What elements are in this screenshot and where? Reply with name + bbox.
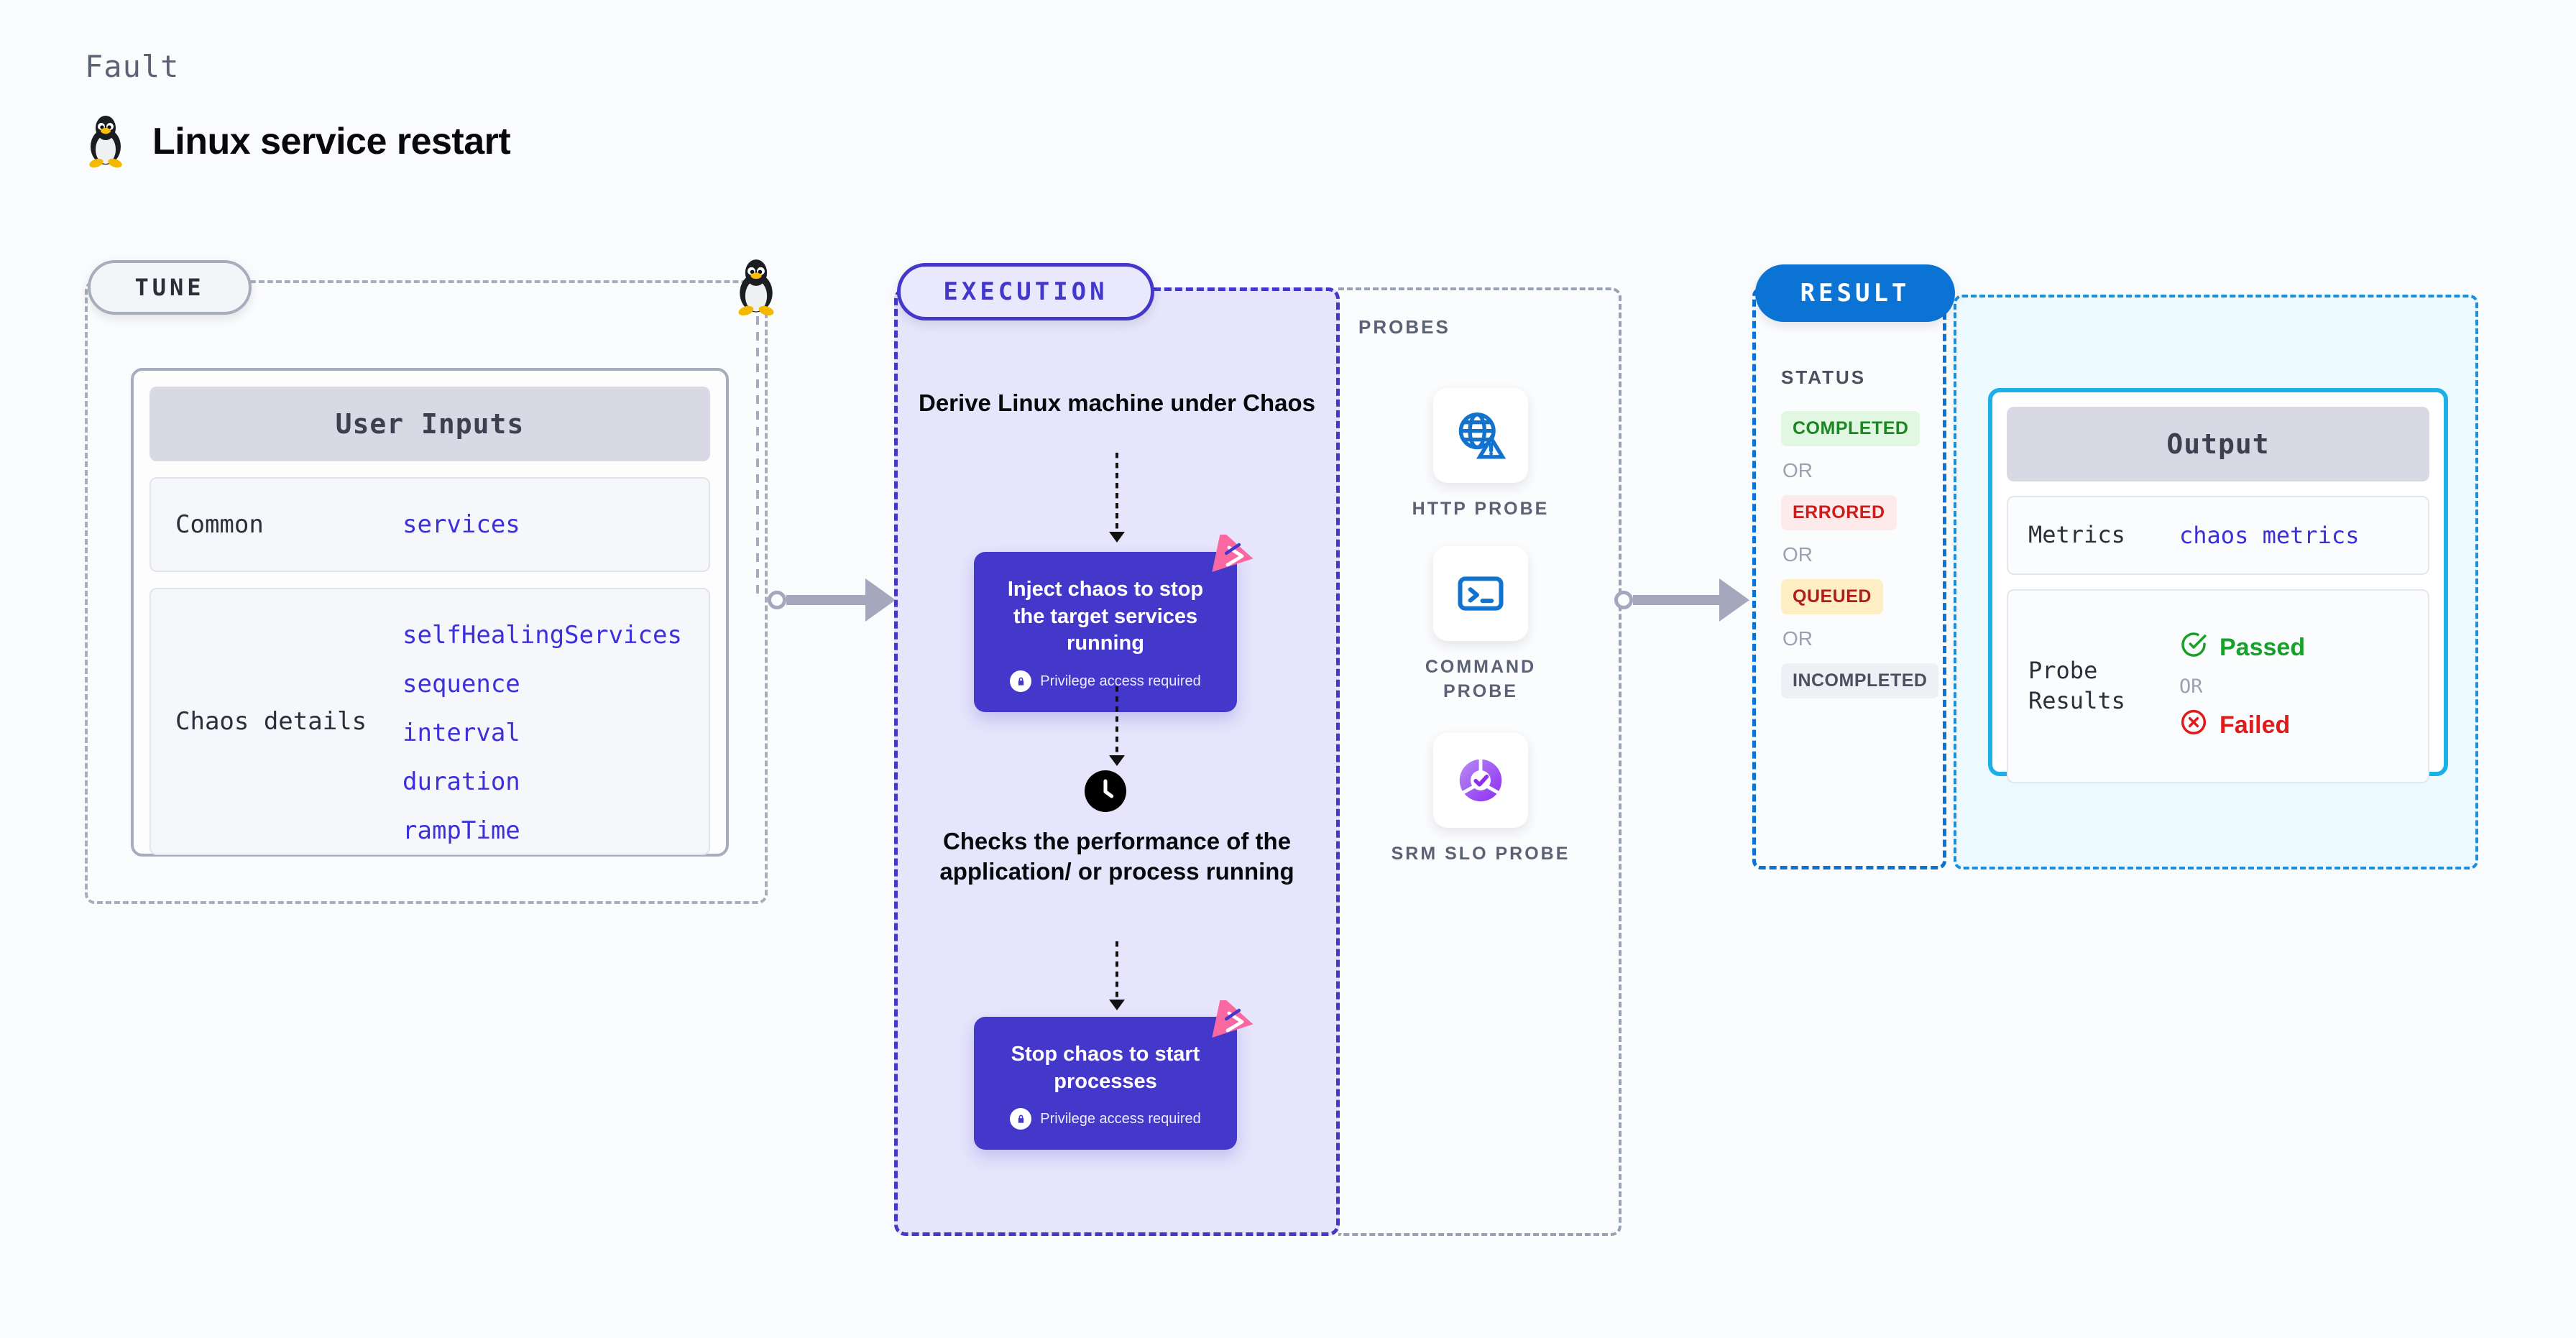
status-badge-incompleted: INCOMPLETED [1781, 663, 1939, 698]
flow-connector [1116, 453, 1118, 532]
probe-label: HTTP PROBE [1412, 499, 1550, 519]
or-separator: OR [1782, 543, 1813, 566]
probes-label: PROBES [1358, 316, 1450, 338]
failed-label: Failed [2220, 711, 2291, 739]
chaos-card-note-row: Privilege access required [990, 670, 1221, 693]
connector-dot [768, 591, 786, 609]
tune-stage-pill[interactable]: TUNE [88, 260, 252, 315]
result-stage-box [1752, 287, 1946, 869]
linux-tux-icon [733, 259, 779, 320]
or-separator: OR [2179, 675, 2203, 698]
page-eyebrow: Fault [85, 49, 180, 84]
status-badge-completed: COMPLETED [1781, 411, 1920, 446]
globe-alert-icon [1433, 388, 1528, 483]
connector-shaft [1633, 595, 1719, 605]
flow-arrowhead [1109, 755, 1125, 766]
tune-value[interactable]: sequence [402, 670, 520, 698]
slo-donut-check-icon [1433, 733, 1528, 828]
execution-step-title-1: Derive Linux machine under Chaos [919, 389, 1315, 416]
tune-row-values: services [402, 510, 520, 539]
output-card: Output Metrics chaos metrics Probe Resul… [1988, 388, 2448, 783]
probe-item-srm-slo[interactable]: SRM SLO PROBE [1387, 733, 1574, 867]
connector-dot [1614, 591, 1633, 609]
page-title-row: Linux service restart [85, 115, 511, 168]
flow-arrowhead [1109, 1000, 1125, 1010]
tune-row-key: Chaos details [175, 707, 367, 736]
status-label: STATUS [1781, 366, 1867, 388]
lock-icon [1010, 670, 1032, 693]
probe-result-failed: Failed [2179, 708, 2305, 743]
page-title: Linux service restart [152, 121, 511, 162]
chaos-card-title: Inject chaos to stop the target services… [1007, 578, 1204, 655]
or-separator: OR [1782, 459, 1813, 481]
flow-connector [1116, 941, 1118, 1005]
linux-tux-icon [85, 115, 126, 168]
flow-connector [1116, 686, 1118, 755]
connector-shaft [786, 595, 865, 605]
result-stage-pill[interactable]: RESULT [1755, 264, 1955, 322]
flow-arrowhead [1109, 532, 1125, 543]
x-circle-icon [2179, 708, 2208, 743]
status-list: COMPLETED OR ERRORED OR QUEUED OR INCOMP… [1781, 411, 1954, 698]
tune-row-values: selfHealingServices sequence interval du… [402, 589, 682, 877]
passed-label: Passed [2220, 633, 2306, 661]
chaos-card-note-row: Privilege access required [990, 1108, 1221, 1130]
probe-item-command[interactable]: COMMAND PROBE [1387, 546, 1574, 704]
output-row-metrics: Metrics chaos metrics [2007, 496, 2429, 575]
harness-logo-icon [1210, 530, 1259, 578]
tune-value[interactable]: services [402, 510, 520, 539]
user-inputs-card: User Inputs Common services Chaos detail… [131, 368, 729, 857]
user-inputs-header: User Inputs [150, 387, 710, 461]
lock-icon [1010, 1108, 1032, 1130]
output-header: Output [2007, 407, 2429, 481]
execution-chaos-card-2[interactable]: Stop chaos to start processes Privilege … [974, 1017, 1237, 1150]
chaos-card-note: Privilege access required [1040, 1110, 1201, 1127]
output-metrics-key: Metrics [2028, 521, 2125, 549]
connector-execution-to-result [1614, 578, 1771, 622]
execution-stage-pill[interactable]: EXECUTION [897, 263, 1154, 320]
tune-row-chaos-details: Chaos details selfHealingServices sequen… [150, 588, 710, 855]
terminal-icon [1433, 546, 1528, 641]
output-probe-key: Probe Results [2028, 657, 2125, 714]
chaos-card-note: Privilege access required [1040, 673, 1201, 689]
probe-result-options: Passed OR Failed [2179, 630, 2305, 743]
output-metrics-value[interactable]: chaos metrics [2179, 522, 2360, 549]
tune-value[interactable]: interval [402, 719, 520, 747]
check-circle-icon [2179, 630, 2208, 665]
output-row-probe-results: Probe Results Passed OR [2007, 589, 2429, 783]
tune-value[interactable]: duration [402, 767, 520, 796]
or-separator: OR [1782, 627, 1813, 650]
chaos-card-title: Stop chaos to start processes [1011, 1043, 1200, 1093]
tune-row-common: Common services [150, 477, 710, 572]
connector-arrowhead [1719, 578, 1749, 622]
clock-icon [1085, 770, 1126, 812]
execution-chaos-card-1[interactable]: Inject chaos to stop the target services… [974, 552, 1237, 713]
status-badge-errored: ERRORED [1781, 495, 1897, 530]
connector-arrowhead [865, 578, 896, 622]
status-badge-queued: QUEUED [1781, 579, 1883, 614]
tune-value[interactable]: selfHealingServices [402, 621, 682, 650]
execution-step-title-2: Checks the performance of the applicatio… [939, 828, 1294, 885]
probe-label: COMMAND PROBE [1425, 657, 1537, 701]
probe-item-http[interactable]: HTTP PROBE [1387, 388, 1574, 522]
tune-value[interactable]: rampTime [402, 816, 520, 845]
harness-logo-icon [1210, 995, 1259, 1043]
probe-result-passed: Passed [2179, 630, 2305, 665]
tune-row-key: Common [175, 510, 264, 539]
tune-drop-line [756, 316, 759, 598]
probe-label: SRM SLO PROBE [1391, 844, 1570, 864]
